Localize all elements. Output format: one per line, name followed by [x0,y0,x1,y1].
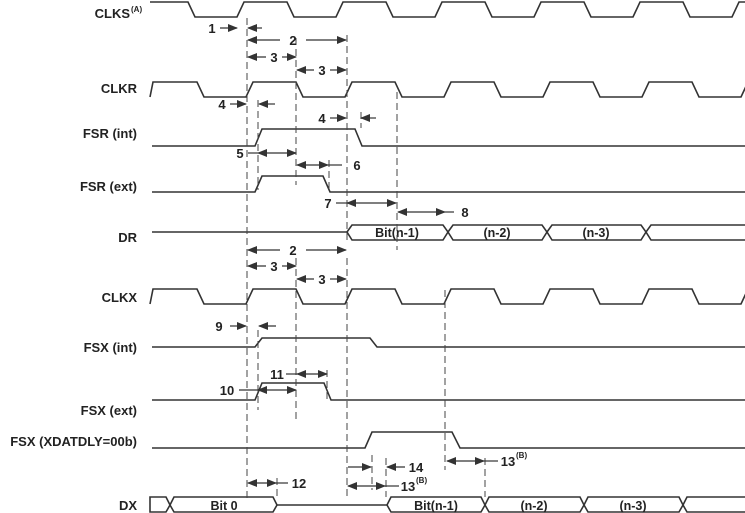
label-fsx-int: FSX (int) [84,340,137,355]
param-2: 2 [289,243,296,258]
param-13: 13 [501,454,515,469]
dx-bus-next [682,496,745,513]
param-3: 3 [270,259,277,274]
param-1: 1 [208,21,215,36]
param-7: 7 [324,196,331,211]
clkr-waveform [149,81,745,98]
dx-bus-label: (n-3) [619,499,646,513]
dr-bus-label: Bit(n-1) [375,226,419,240]
fsx-ext-waveform [152,382,745,401]
dr-bus-label: (n-2) [483,226,510,240]
dr-bus-next [645,224,745,241]
fsr-ext-waveform [152,175,745,193]
clkx-waveform [149,288,745,305]
param-4: 4 [318,111,326,126]
fsx-int-waveform [152,337,745,348]
timing-parameter-labels: 1 2 3 3 4 4 5 6 7 8 2 3 3 9 10 11 12 14 … [208,21,527,494]
dr-bus-label: (n-3) [582,226,609,240]
param-3: 3 [270,50,277,65]
param-9: 9 [215,319,222,334]
param-11: 11 [270,367,284,382]
param-6: 6 [353,158,360,173]
label-fsr-int: FSR (int) [83,126,137,141]
param-13: 13 [401,479,415,494]
clks-waveform [150,1,745,18]
fsx-xdatdly-waveform [152,431,745,449]
label-clkr: CLKR [101,81,138,96]
signal-labels: CLKS (A) CLKR FSR (int) FSR (ext) DR CLK… [10,5,142,513]
param-10: 10 [220,383,234,398]
dx-bus-label: Bit(n-1) [414,499,458,513]
label-clks: CLKS [95,6,131,21]
label-clkx: CLKX [102,290,138,305]
param-3: 3 [318,272,325,287]
dx-bus-initial [149,496,171,513]
dx-bus-label: (n-2) [520,499,547,513]
param-12: 12 [292,476,306,491]
param-2: 2 [289,33,296,48]
param-3: 3 [318,63,325,78]
label-fsx-xdatdly: FSX (XDATDLY=00b) [10,434,137,449]
label-fsr-ext: FSR (ext) [80,179,137,194]
param-5: 5 [236,146,243,161]
param-8: 8 [461,205,468,220]
param-14: 14 [409,460,424,475]
reference-lines [246,18,486,500]
label-fsx-ext: FSX (ext) [81,403,137,418]
timing-arrows [220,24,498,490]
param-13-note: (B) [516,451,527,460]
label-dr: DR [118,230,137,245]
waveforms [149,1,745,513]
param-13-note: (B) [416,476,427,485]
dx-bus-label: Bit 0 [210,499,237,513]
label-clks-note: (A) [131,5,142,14]
label-dx: DX [119,498,137,513]
param-4: 4 [218,97,226,112]
fsr-int-waveform [152,128,745,147]
